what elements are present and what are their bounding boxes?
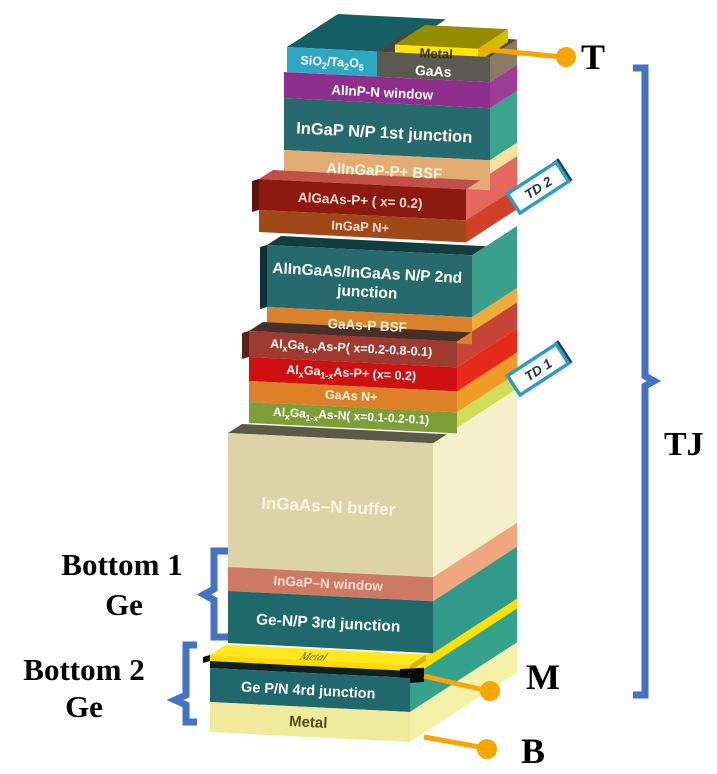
junction2-ledge <box>267 236 486 256</box>
junction4-label: Ge P/N 4rd junction <box>241 679 376 702</box>
d2-front <box>249 357 457 392</box>
buffer-front <box>228 433 433 578</box>
ingapn-front <box>259 210 466 243</box>
t-label: T <box>581 37 605 77</box>
d4-label: AlxGa1-xAs-N( x=0.1-0.2-0.1) <box>273 405 430 429</box>
algaasp-front <box>259 179 466 221</box>
buffer-ledge <box>228 424 447 444</box>
junction3-front <box>228 591 433 654</box>
metal-pad-end <box>478 29 508 62</box>
td1-plate-face <box>505 341 572 398</box>
b-connector-dot <box>477 739 497 759</box>
window1-front <box>284 72 490 109</box>
bottom2-bracket <box>166 641 197 726</box>
d3-label: GaAs N+ <box>325 388 378 405</box>
buffer-side <box>433 388 517 578</box>
metal-strip-shadow <box>210 661 410 678</box>
b-connector-line <box>423 734 486 751</box>
metal-bottom-label: Metal <box>289 713 328 732</box>
window2-side <box>433 522 517 602</box>
metal-pad-top <box>395 25 508 49</box>
metal-bottom-front <box>210 702 410 742</box>
metal-strip-side <box>410 595 517 678</box>
d3-side <box>457 352 517 413</box>
junction2-label-line2: junction <box>336 282 398 302</box>
bsf1-label: AlInGaP-P+ BSF <box>326 160 443 183</box>
junction2-left-sliver <box>260 245 267 309</box>
t-connector-line <box>479 46 564 60</box>
ingapn-label: InGaP N+ <box>331 218 390 236</box>
m-connector-dot <box>480 681 500 701</box>
gaas-front <box>377 51 490 83</box>
bottom2-label-line2: Ge <box>65 689 103 724</box>
tj-label: TJ <box>664 426 704 463</box>
m-label: M <box>526 657 560 697</box>
window1-label: AlInP-N window <box>331 82 434 102</box>
junction2-front <box>267 245 472 318</box>
sio2-front <box>287 47 377 77</box>
window2-front <box>228 567 433 602</box>
d1-left-sliver <box>242 331 249 359</box>
algaasp-ledge <box>259 170 480 190</box>
d2-label: AlxGa1-xAs-P+ (x= 0.2) <box>286 363 417 386</box>
d1-front <box>249 331 457 368</box>
window1-side <box>490 64 517 109</box>
gaas-label: GaAs <box>415 62 453 80</box>
metal-strip-top <box>210 644 426 665</box>
metal-strip-label-group: Metal <box>297 650 330 663</box>
bottom1-label-line1: Bottom 1 <box>61 547 182 582</box>
ingapn-side <box>466 187 517 243</box>
d3-front <box>249 381 457 413</box>
sio2-label: SiO2/Ta2O5 <box>300 53 364 72</box>
d1-ledge <box>249 322 471 342</box>
metal-strip-end <box>410 654 426 671</box>
d2-side <box>457 328 517 392</box>
bottom1-label-line2: Ge <box>105 587 143 622</box>
algaasp-left-sliver <box>252 179 259 212</box>
metal-strip-label: Metal <box>297 650 330 663</box>
junction1-front <box>284 98 490 161</box>
metal-strip-left-sliver <box>203 655 210 663</box>
metal-bottom-side <box>410 642 517 742</box>
d1-label: AlxGa1-xAs-P( x=0.2-0.8-0.1) <box>270 337 433 361</box>
t-connector-dot <box>556 47 576 67</box>
junction2-side <box>472 226 517 318</box>
d4-front <box>249 402 457 434</box>
d1-side <box>457 302 517 368</box>
tj-bracket <box>633 64 662 699</box>
bsf2-label: GaAs-P BSF <box>327 316 407 335</box>
junction3-side <box>433 546 517 654</box>
metal-pad-label: Metal <box>419 45 453 62</box>
junction4-side <box>410 608 517 712</box>
bottom2-label-line1: Bottom 2 <box>23 652 144 687</box>
metal-strip-front <box>210 655 410 671</box>
m-connector-line <box>423 673 489 694</box>
td2-plate-face <box>505 159 572 216</box>
window2-label: InGaP–N window <box>273 573 384 594</box>
junction4-front <box>210 668 410 712</box>
algaasp-side <box>466 156 517 221</box>
algaasp-label: AlGaAs-P+ ( x= 0.2) <box>298 190 423 211</box>
junction1-side <box>490 90 517 161</box>
bottom1-bracket <box>196 547 228 641</box>
b-label: B <box>521 731 545 771</box>
